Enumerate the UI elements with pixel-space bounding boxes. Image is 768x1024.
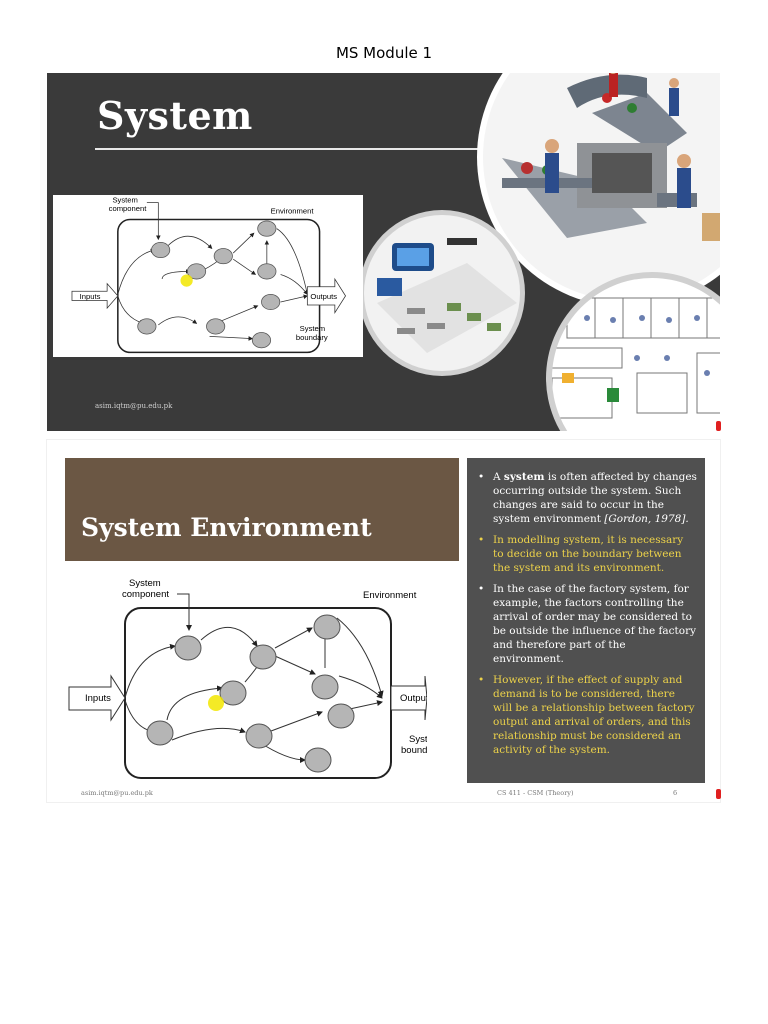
bullet-bold-term: system [503, 471, 545, 483]
slide-footer-email: asim.iqtm@pu.edu.pk [81, 789, 153, 797]
label-environment: Environment [363, 590, 417, 601]
floorplan-illustration [546, 272, 720, 431]
title-box: System Environment [65, 458, 459, 561]
slide-page-number: 6 [673, 789, 678, 797]
slide-footer-email: asim.iqtm@pu.edu.pk [95, 402, 173, 410]
label-outputs: Outputs [400, 693, 427, 704]
illustrations [359, 73, 720, 431]
title-underline [95, 148, 515, 150]
slide-title: System Environment [81, 513, 372, 542]
bullet-item-3: •In the case of the factory system, for … [478, 583, 697, 665]
slide-footer-course: CS 411 - CSM (Theory) [497, 789, 574, 797]
label-outputs: Outputs [310, 292, 337, 301]
bullet-item-2: •In modelling system, it is necessary to… [478, 534, 684, 574]
factory-illustration [477, 73, 720, 307]
slide-title: System [97, 93, 253, 138]
office-illustration [359, 210, 525, 376]
red-marker [716, 789, 721, 799]
label-inputs: Inputs [85, 693, 111, 704]
label-inputs: Inputs [80, 292, 101, 301]
bullet-item-4: •However, if the effect of supply and de… [478, 674, 695, 756]
slide-system-environment: System Environment [47, 440, 720, 802]
bullet-citation: [Gordon, 1978]. [604, 513, 689, 525]
document-header: MS Module 1 [335, 44, 433, 62]
red-marker [716, 421, 721, 431]
slide-system: System [47, 73, 720, 431]
label-environment: Environment [271, 206, 315, 215]
bullet-item-1: •A system is often affected by changes o… [478, 471, 697, 525]
bullet-list: •A system is often affected by changes o… [467, 458, 705, 783]
